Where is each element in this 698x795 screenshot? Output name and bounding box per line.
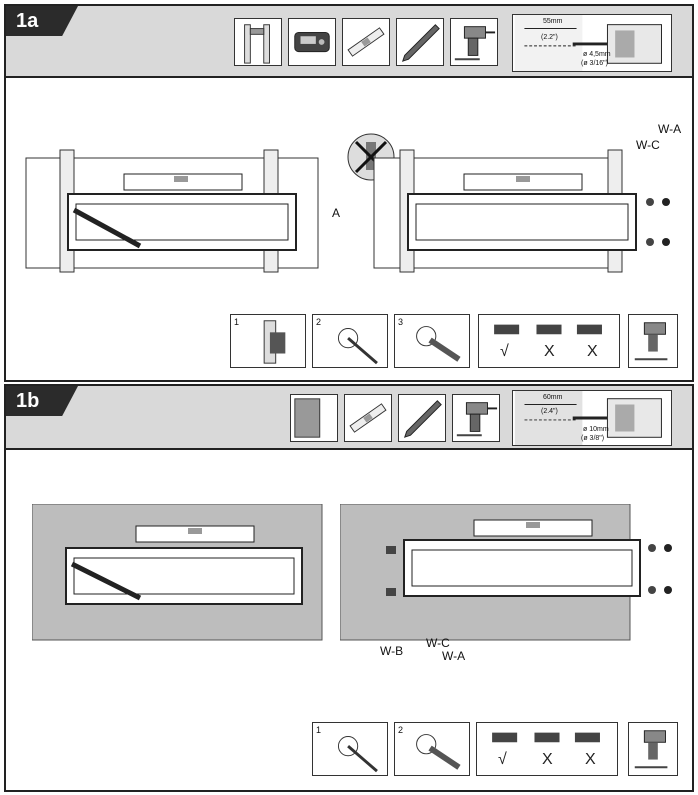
wall-bracket-level-illustration-1a <box>24 146 324 276</box>
x-mark-2-1b: X <box>585 751 596 769</box>
pencil-icon <box>396 18 444 66</box>
drill-diameter-in-1a: (ø 3/16") <box>581 60 608 67</box>
pencil-icon <box>398 394 446 442</box>
section-1a-tab: 1a <box>6 6 78 36</box>
level-check-1b: √ X X <box>476 722 618 776</box>
x-mark-1-1b: X <box>542 751 553 769</box>
x-mark-1-1a: X <box>544 343 555 361</box>
level-icon <box>342 18 390 66</box>
drill-icon <box>452 394 500 442</box>
drill-depth-1b: 60mm <box>543 394 562 401</box>
drill-depth-1a: 55mm <box>543 18 562 25</box>
drill-diameter-1a: ø 4,5mm <box>583 51 611 58</box>
label-lag-bolt-wa-1b: W-A <box>442 649 465 663</box>
section-1a-header: 1a 55mm (2.2") ø 4,5mm (ø 3/16") <box>6 6 692 78</box>
level-icon <box>344 394 392 442</box>
step-3-1a: 3 <box>394 314 470 368</box>
label-lag-bolt-wa-1a: W-A <box>658 122 681 136</box>
level-check-1a: √ X X <box>478 314 620 368</box>
wall-bracket-bolts-illustration-1a <box>372 146 672 276</box>
stud-finder-icon <box>234 18 282 66</box>
label-washer-wc-1b: W-C <box>426 636 450 650</box>
drill-depth-in-1b: (2.4") <box>541 408 558 415</box>
section-1b-header: 1b 60mm (2.4") ø 10mm (ø 3/8") <box>6 386 692 450</box>
step-1-1a: 1 <box>230 314 306 368</box>
label-anchor-wb-1b: W-B <box>380 644 403 658</box>
drill-step-icon-1a <box>628 314 678 368</box>
section-1b-tab: 1b <box>6 386 78 416</box>
wall-scanner-icon <box>288 18 336 66</box>
step-2-1a: 2 <box>312 314 388 368</box>
drill-spec-1a: 55mm (2.2") ø 4,5mm (ø 3/16") <box>512 14 672 72</box>
drill-icon <box>450 18 498 66</box>
drill-depth-in-1a: (2.2") <box>541 34 558 41</box>
label-washer-wc-1a: W-C <box>636 138 660 152</box>
step-1-1b: 1 <box>312 722 388 776</box>
concrete-wall-bolts-illustration-1b <box>340 504 680 642</box>
step-2-1b: 2 <box>394 722 470 776</box>
concrete-wall-icon <box>290 394 338 442</box>
drill-spec-1b: 60mm (2.4") ø 10mm (ø 3/8") <box>512 390 672 446</box>
concrete-wall-level-illustration-1b <box>32 504 324 642</box>
label-bracket-a: A <box>332 206 340 220</box>
check-mark-1a: √ <box>500 343 509 361</box>
drill-diameter-in-1b: (ø 3/8") <box>581 435 604 442</box>
x-mark-2-1a: X <box>587 343 598 361</box>
check-mark-1b: √ <box>498 751 507 769</box>
drill-diameter-1b: ø 10mm <box>583 426 609 433</box>
section-1b: 1b 60mm (2.4") ø 10mm (ø 3/8") <box>4 384 694 792</box>
section-1a: 1a 55mm (2.2") ø 4,5mm (ø 3/16") <box>4 4 694 382</box>
drill-step-icon-1b <box>628 722 678 776</box>
